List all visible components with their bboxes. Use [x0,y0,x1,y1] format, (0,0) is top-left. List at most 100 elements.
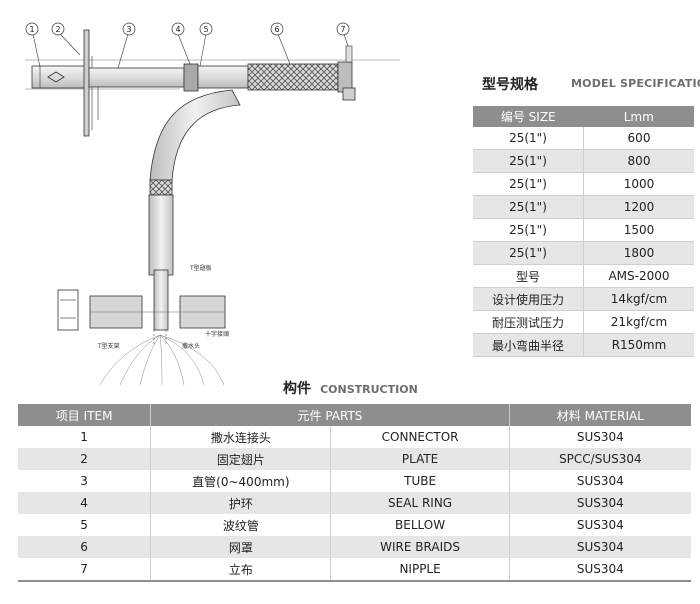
part-zh-cell: 立布 [150,558,332,582]
plate-part [83,29,90,137]
spray-pattern [99,334,225,386]
callout-7 [336,22,350,36]
spec-cell: 1000 [583,172,694,196]
material-cell: SUS304 [509,536,691,558]
part-en-cell: PLATE [330,448,510,470]
table-row: 4 护环 SEAL RING SUS304 [18,492,691,514]
spec-title-zh: 型号规格 [482,77,538,93]
spec-cell: 25(1") [473,172,584,196]
material-cell: SUS304 [576,474,624,488]
spec-heading: 型号规格 MODEL SPECIFICATION [482,74,700,96]
spec-header-length: Lmm [583,106,694,127]
part-zh-cell: 撒水连接头 [150,426,332,448]
callout-5 [199,22,213,36]
callout-6 [270,22,284,36]
head-label: 撒水头 [182,342,200,350]
callout-2 [51,22,65,36]
part-en-cell: TUBE [330,470,510,492]
part-zh-cell: 护环 [150,492,332,514]
bellow-part [197,65,249,89]
callout-7-label: 7 [340,25,345,34]
table-row: 2 固定翅片 PLATE SPCC/SUS304 [18,448,691,470]
callout-2-label: 2 [55,25,60,34]
spec-header-size: 编号 SIZE [473,106,584,127]
material-cell: SUS304 [509,558,691,582]
spec-cell: 800 [583,149,694,173]
spec-cell: 21kgf/cm [583,310,694,334]
callout-5-label: 5 [203,25,208,34]
part-en-cell: CONNECTOR [330,426,510,448]
material-cell: SUS304 [509,492,691,514]
part-zh-cell: 波纹管 [150,514,332,536]
seal-ring-part [183,63,199,92]
spec-title-en: MODEL SPECIFICATION [571,77,700,90]
cross-label: 十字接頭 [205,330,229,338]
spec-cell: 1500 [583,218,694,242]
construction-table: 项目 ITEM 元件 PARTS 材料 MATERIAL 1 撒水连接头 CON… [18,404,691,582]
construction-header-row: 项目 ITEM 元件 PARTS 材料 MATERIAL [18,404,691,426]
spec-cell: 1200 [583,195,694,219]
spec-cell: 1800 [583,241,694,265]
header-material: 材料 MATERIAL [509,404,691,426]
table-row: 25(1")1200 [473,195,694,219]
table-row: 25(1")600 [473,127,694,150]
spec-cell: 600 [583,127,694,150]
callout-4-label: 4 [175,25,180,34]
part-en-cell: NIPPLE [330,558,510,582]
table-row: 25(1")1800 [473,241,694,265]
spec-cell: 耐压测试压力 [473,310,584,334]
bracket-label: T型翅板 [189,264,212,272]
connector-part [31,65,88,89]
item-cell: 5 [18,514,152,536]
holder-label: T型支架 [97,342,120,350]
sprinkler-hose-drawing: T型翅板 撒水头 十字接頭 T型支架 1 2 3 4 5 6 7 [25,22,400,386]
spec-cell: 25(1") [473,149,584,173]
table-row: 25(1")1500 [473,218,694,242]
construction-title-zh: 构件 [283,381,311,397]
construction-title-en: CONSTRUCTION [320,383,418,396]
spec-cell: 14kgf/cm [583,287,694,311]
table-row: 3 直管(0~400mm) TUBE SUS304 [18,470,691,492]
part-zh-cell: 固定翅片 [150,448,332,470]
part-en-cell: WIRE BRAIDS [330,536,510,558]
wire-braid-part [247,63,339,91]
callout-3-label: 3 [126,25,131,34]
callout-6-label: 6 [274,25,279,34]
callout-1 [25,22,39,36]
header-item: 项目 ITEM [18,404,152,426]
construction-heading: 构件 CONSTRUCTION [283,378,418,397]
item-cell: 2 [18,448,152,470]
item-cell: 4 [18,492,152,514]
spec-cell: 型号 [473,264,584,288]
header-parts: 元件 PARTS [150,404,510,426]
table-row: 25(1")1000 [473,172,694,196]
callout-1-label: 1 [29,25,34,34]
item-cell: 6 [18,536,152,558]
material-cell: SUS304 [576,518,624,532]
table-row: 1 撒水连接头 CONNECTOR SUS304 [18,426,691,448]
part-zh-cell: 网罩 [150,536,332,558]
material-cell: SUS304 [576,430,624,444]
nipple-part [337,45,356,101]
spec-cell: 25(1") [473,218,584,242]
item-cell: 1 [18,426,152,448]
table-row: 25(1")800 [473,149,694,173]
callout-4 [171,22,185,36]
part-en-cell: BELLOW [330,514,510,536]
part-zh-cell: 直管(0~400mm) [150,470,332,492]
spec-header-row: 编号 SIZE Lmm [473,106,694,127]
table-row: 5 波纹管 BELLOW SUS304 [18,514,691,536]
item-cell: 3 [18,470,152,492]
spec-table: 编号 SIZE Lmm 25(1")600 25(1")800 25(1")10… [473,106,694,357]
item-cell: 7 [18,558,152,582]
spec-cell: R150mm [583,333,694,357]
callout-3 [122,22,136,36]
spec-cell: 设计使用压力 [473,287,584,311]
part-en-cell: SEAL RING [330,492,510,514]
spec-cell: 25(1") [473,195,584,219]
spec-cell: 25(1") [473,241,584,265]
